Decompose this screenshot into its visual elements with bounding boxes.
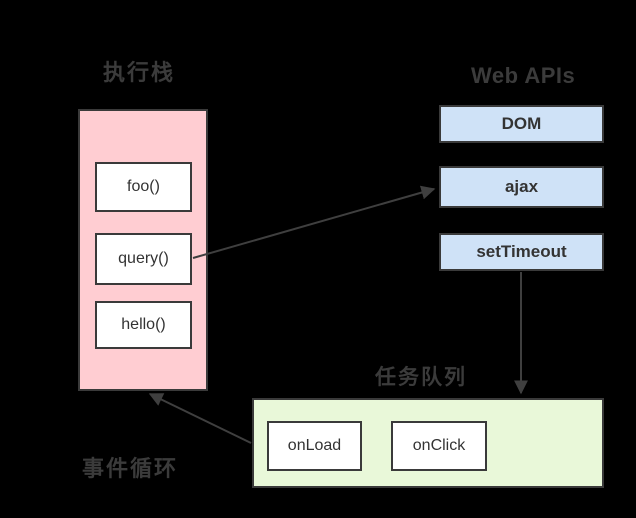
stack-frame-hello: hello() bbox=[95, 301, 192, 349]
stack-frame-foo: foo() bbox=[95, 162, 192, 212]
web-api-settimeout: setTimeout bbox=[439, 233, 604, 271]
web-apis-title: Web APIs bbox=[471, 63, 576, 88]
queue-task-onload: onLoad bbox=[267, 421, 362, 471]
task-queue-title: 任务队列 bbox=[375, 366, 467, 389]
queue-task-onclick: onClick bbox=[391, 421, 487, 471]
event-loop-title: 事件循环 bbox=[82, 456, 179, 481]
arrow-query-to-ajax bbox=[192, 185, 436, 259]
stack-frame-query: query() bbox=[95, 233, 192, 285]
web-api-ajax: ajax bbox=[439, 166, 604, 208]
execution-stack-title: 执行栈 bbox=[103, 60, 176, 85]
arrow-queue-to-stack bbox=[148, 393, 252, 444]
web-api-dom: DOM bbox=[439, 105, 604, 143]
